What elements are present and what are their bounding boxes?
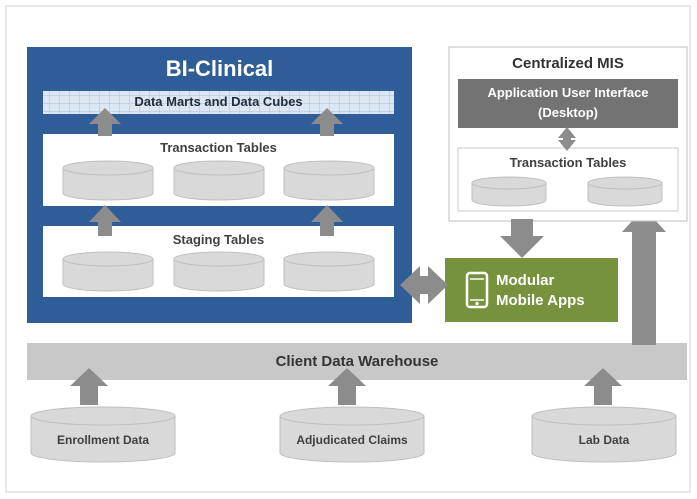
centralized-mis-title: Centralized MIS	[512, 55, 624, 73]
warehouse-to-mis-arrow	[622, 208, 666, 345]
bi-transaction-table-1	[62, 168, 154, 201]
staging-tables-label: Staging Tables	[172, 231, 265, 247]
lab-data-label: Lab Data	[578, 433, 630, 448]
app-ui-line1: Application User Interface	[487, 84, 649, 100]
data-marts-box	[43, 91, 394, 114]
bi-transaction-tables-label: Transaction Tables	[160, 139, 277, 155]
mis-to-mobile-arrow	[500, 219, 544, 258]
mobile-apps-line2: Mobile Apps	[496, 292, 585, 310]
up-arrow-left-lower	[89, 205, 121, 236]
bi-mobile-double-arrow	[400, 266, 448, 304]
up-arrow-right-lower	[311, 205, 343, 236]
smartphone-icon	[465, 271, 489, 309]
mobile-apps-line1: Modular	[496, 272, 555, 290]
claims-to-warehouse-arrow	[328, 368, 366, 405]
enrollment-data-cylinder	[30, 416, 176, 463]
enrollment-data-label: Enrollment Data	[56, 433, 149, 448]
app-ui-box	[458, 79, 678, 128]
staging-table-1	[62, 259, 154, 292]
bi-transaction-table-3	[283, 168, 375, 201]
mis-transaction-table-2	[587, 183, 663, 207]
staging-table-2	[173, 259, 265, 292]
bi-clinical-title: BI-Clinical	[165, 56, 274, 82]
adjudicated-claims-label: Adjudicated Claims	[296, 433, 408, 448]
adjudicated-claims-cylinder	[279, 416, 425, 463]
app-ui-transaction-double-arrow	[558, 127, 576, 151]
client-data-warehouse-label: Client Data Warehouse	[275, 352, 439, 370]
mobile-apps-box	[445, 258, 618, 322]
up-arrow-left-upper	[89, 108, 121, 136]
app-ui-line2: (Desktop)	[538, 104, 598, 120]
staging-table-3	[283, 259, 375, 292]
bi-transaction-table-2	[173, 168, 265, 201]
mis-transaction-tables-label: Transaction Tables	[509, 154, 627, 170]
up-arrow-right-upper	[311, 108, 343, 136]
warehouse-bar	[27, 343, 687, 380]
lab-to-warehouse-arrow	[584, 368, 622, 405]
lab-data-cylinder	[531, 416, 677, 463]
mis-transaction-table-1	[471, 183, 547, 207]
data-marts-label: Data Marts and Data Cubes	[134, 94, 303, 110]
enrollment-to-warehouse-arrow	[70, 368, 108, 405]
